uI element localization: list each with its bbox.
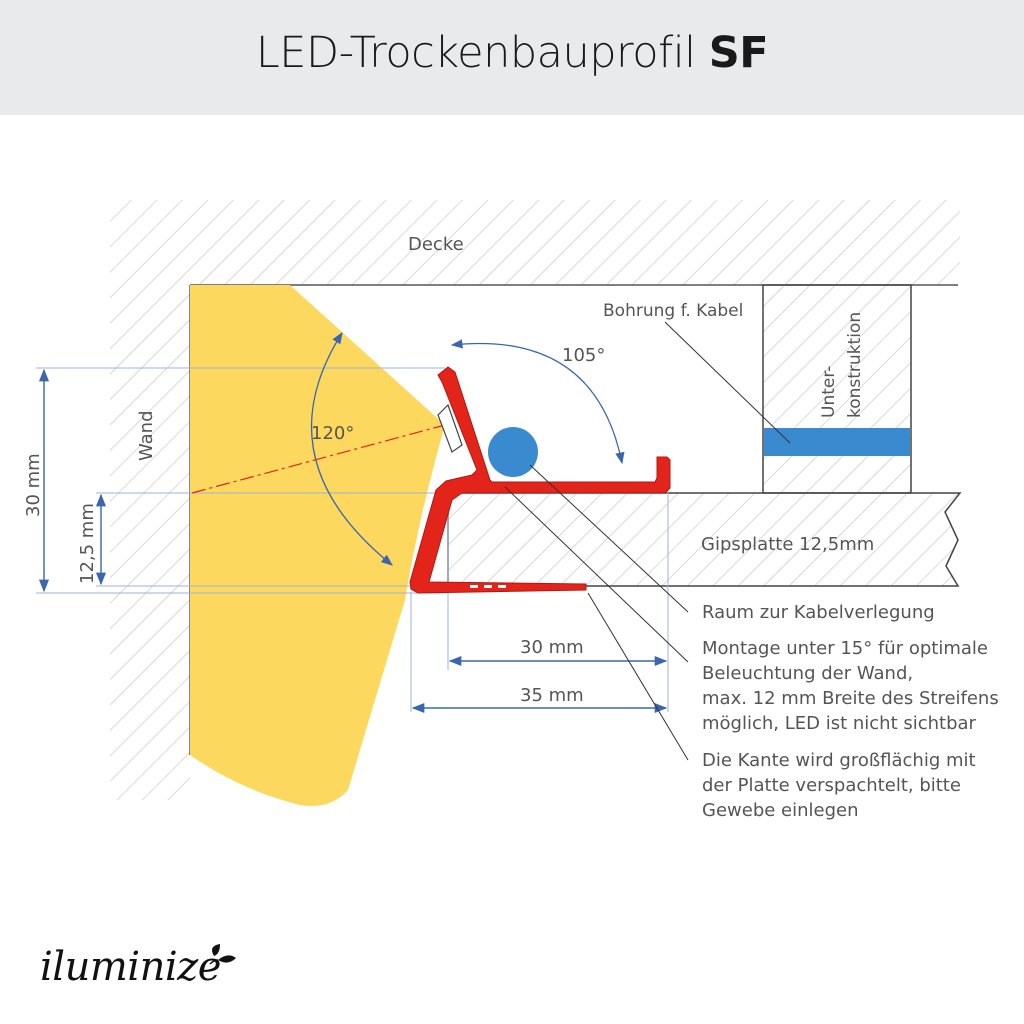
profile-grooves [470, 585, 506, 588]
wall-label: Wand [136, 410, 157, 461]
note-mounting-line: möglich, LED ist nicht sichtbar [702, 713, 976, 734]
aluminium-profile [409, 366, 671, 594]
brand-logo: iluminize [40, 944, 221, 990]
note-cable-space-text: Raum zur Kabelverlegung [702, 602, 935, 623]
angle-105-label: 105° [562, 345, 605, 366]
ceiling-label: Decke [408, 234, 464, 255]
beam-centerline [191, 424, 446, 494]
note-edge-line: Gewebe einlegen [702, 800, 859, 821]
angle-120-arc [310, 332, 393, 566]
note-edge-line: der Platte verspachtelt, bitte [702, 775, 961, 796]
substructure-box [762, 284, 912, 494]
substructure-label-2: konstruktion [845, 312, 865, 418]
page-title: LED-Trockenbauprofil SF [0, 28, 1024, 78]
note-mounting-line: Beleuchtung der Wand, [702, 663, 914, 684]
title-bold: SF [708, 28, 769, 78]
note-cable-space: Raum zur Kabelverlegung [702, 600, 935, 625]
note-mounting-line: Montage unter 15° für optimale [702, 638, 988, 659]
cable-circle [488, 427, 538, 477]
cable-hole-label: Bohrung f. Kabel [603, 301, 743, 321]
led-strip [437, 403, 463, 453]
note-edge-line: Die Kante wird großflächig mit [702, 750, 976, 771]
cable-hole-band [764, 428, 910, 456]
dim-12-5-vertical-label: 12,5 mm [77, 503, 98, 584]
note-edge: Die Kante wird großflächig mit der Platt… [702, 748, 976, 823]
substructure-label-1: Unter- [819, 366, 839, 418]
angle-105-arc [450, 339, 625, 465]
dim-30-vertical-label: 30 mm [23, 453, 44, 517]
leader-lines [504, 321, 791, 761]
title-main: LED-Trockenbauprofil [255, 28, 696, 78]
drywall-label: Gipsplatte 12,5mm [701, 534, 874, 555]
angle-120-label: 120° [311, 423, 354, 444]
leaf-icon [209, 944, 236, 965]
dim-35-horizontal-label: 35 mm [520, 685, 584, 706]
note-mounting-line: max. 12 mm Breite des Streifens [702, 688, 999, 709]
ceiling-hatch [110, 200, 960, 800]
header-bar [0, 0, 1024, 115]
light-beam [190, 285, 445, 806]
note-mounting: Montage unter 15° für optimale Beleuchtu… [702, 636, 999, 736]
dim-30-horizontal-label: 30 mm [520, 637, 584, 658]
